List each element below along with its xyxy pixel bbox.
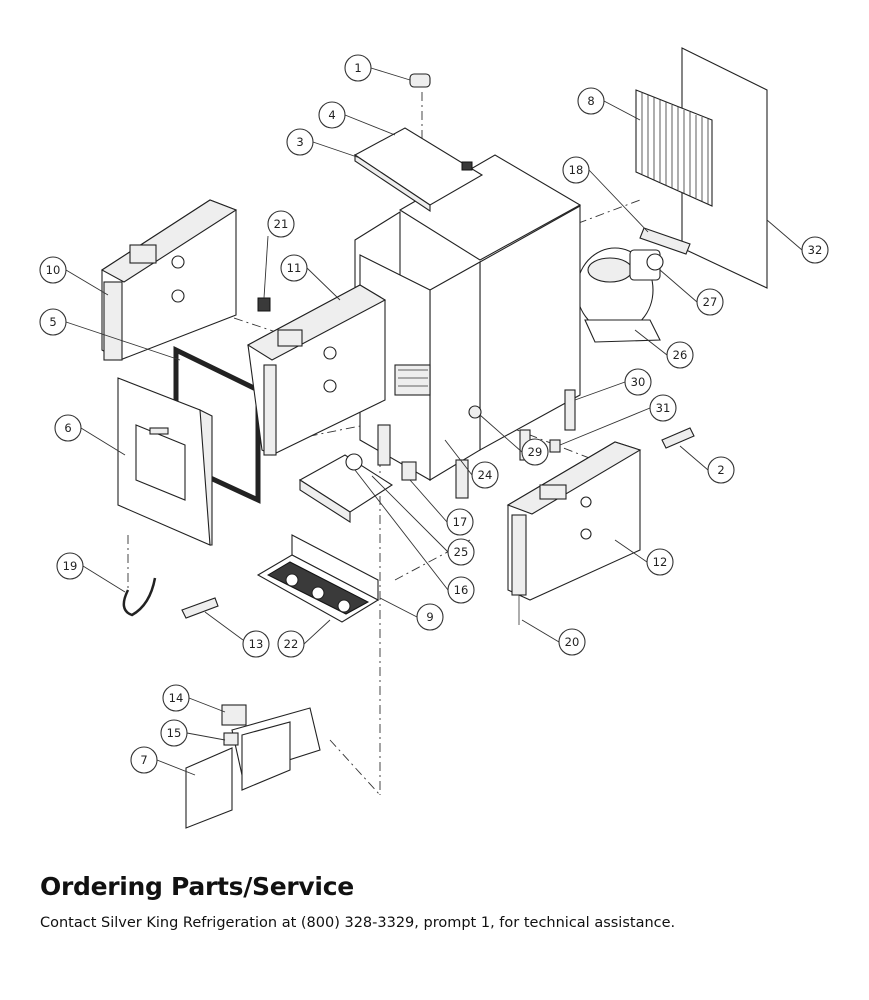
callout-label: 25 [454, 545, 469, 559]
callout-29: 29 [479, 414, 549, 466]
contact-text: Contact Silver King Refrigeration at (80… [40, 915, 676, 931]
callout-30: 30 [574, 368, 652, 401]
callout-24: 24 [444, 439, 499, 489]
callout-8: 8 [577, 87, 641, 121]
part-compressor [576, 247, 664, 343]
callout-16: 16 [354, 469, 475, 604]
callout-25: 25 [371, 475, 475, 566]
callout-label: 32 [808, 243, 823, 257]
callout-label: 21 [274, 217, 289, 231]
callout-12: 12 [614, 539, 674, 576]
callout-13: 13 [204, 611, 270, 658]
part-rear-hopper [100, 199, 238, 361]
callout-5: 5 [39, 308, 181, 361]
callout-6: 6 [54, 414, 126, 456]
callout-label: 7 [140, 753, 147, 767]
callout-label: 20 [565, 635, 580, 649]
callout-label: 10 [46, 263, 61, 277]
callout-label: 15 [167, 726, 182, 740]
callout-label: 5 [49, 315, 56, 329]
part-switch-small [257, 297, 271, 312]
callout-11: 11 [280, 254, 341, 301]
callout-20: 20 [521, 619, 586, 656]
callout-14: 14 [162, 684, 226, 713]
callout-15: 15 [160, 719, 226, 747]
callout-label: 6 [64, 421, 71, 435]
section-title: Ordering Parts/Service [40, 872, 354, 901]
callout-label: 17 [453, 515, 468, 529]
part-drip-bracket [298, 453, 394, 524]
part-top-lid [353, 127, 484, 213]
part-cabinet-body [354, 154, 582, 499]
callout-4: 4 [318, 101, 396, 136]
callout-label: 1 [354, 61, 361, 75]
part-bracket [639, 227, 691, 255]
callout-32: 32 [766, 219, 829, 264]
callout-3: 3 [286, 128, 361, 159]
callout-label: 19 [63, 559, 78, 573]
part-condenser-coil [635, 89, 713, 207]
callout-10: 10 [39, 256, 109, 296]
callout-31: 31 [559, 394, 677, 446]
callout-label: 30 [631, 375, 646, 389]
callout-label: 27 [703, 295, 718, 309]
callout-21: 21 [263, 210, 295, 299]
callout-18: 18 [562, 156, 649, 233]
callout-9: 9 [379, 597, 444, 631]
callout-label: 26 [673, 348, 688, 362]
callout-2: 2 [679, 445, 735, 484]
callout-22: 22 [277, 619, 331, 658]
callout-label: 8 [587, 94, 594, 108]
callout-label: 16 [454, 583, 469, 597]
callout-label: 22 [284, 637, 299, 651]
part-latch-right [661, 427, 695, 449]
callout-label: 13 [249, 637, 264, 651]
callout-26: 26 [634, 329, 694, 369]
part-front-hopper [246, 284, 387, 456]
part-drip-tray [256, 534, 380, 623]
callout-label: 29 [528, 445, 543, 459]
part-door [117, 377, 213, 546]
part-cable [122, 577, 157, 617]
callout-label: 12 [653, 555, 668, 569]
callout-label: 11 [287, 261, 302, 275]
exploded-parts-diagram: 1 2 3 4 5 6 7 8 9 10 [39, 47, 829, 829]
part-fittings [401, 405, 561, 481]
callout-1: 1 [344, 54, 411, 82]
callout-7: 7 [130, 746, 196, 776]
callout-label: 18 [569, 163, 584, 177]
callout-label: 3 [296, 135, 303, 149]
part-drain-fitting [181, 597, 219, 619]
callout-17: 17 [409, 479, 474, 536]
callout-label: 14 [169, 691, 184, 705]
callout-label: 2 [717, 463, 724, 477]
callout-label: 31 [656, 401, 671, 415]
part-latch [409, 73, 431, 88]
callout-label: 4 [328, 108, 335, 122]
callout-19: 19 [56, 552, 126, 593]
part-electrical-box [185, 704, 321, 829]
callout-label: 24 [478, 468, 493, 482]
callout-27: 27 [659, 269, 724, 316]
callout-label: 9 [426, 610, 433, 624]
part-right-hopper [506, 441, 642, 625]
